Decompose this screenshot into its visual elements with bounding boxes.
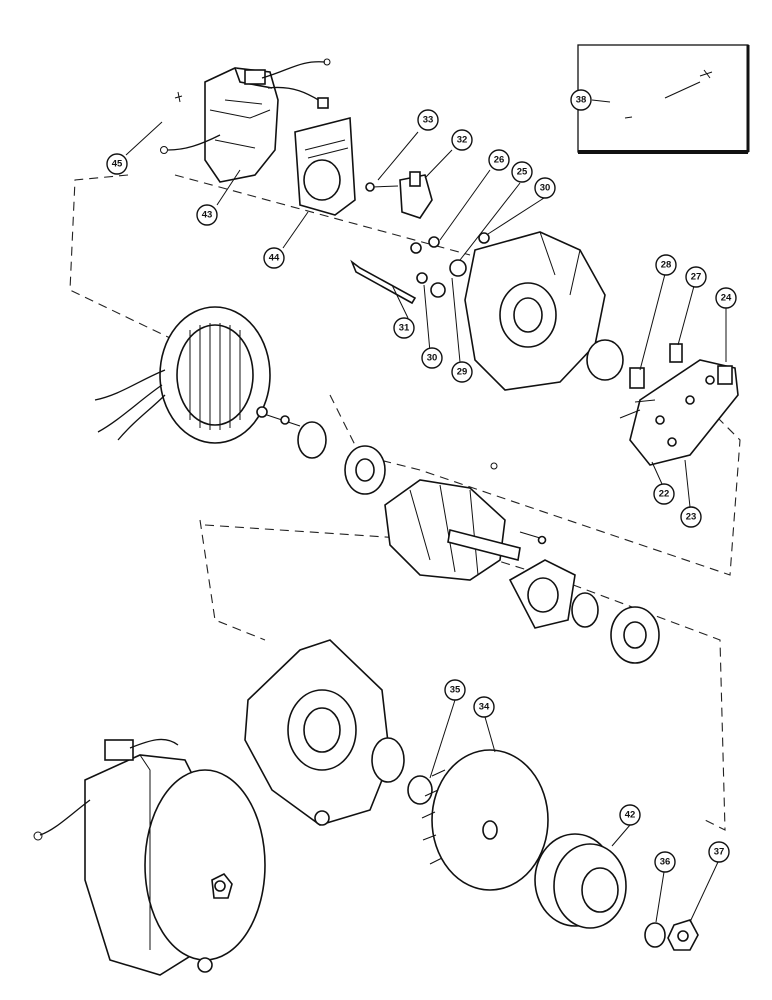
- brush-holder: [365, 171, 433, 219]
- svg-text:30: 30: [427, 353, 438, 364]
- assembled-alternator: [33, 738, 266, 976]
- svg-text:22: 22: [659, 489, 670, 500]
- callout-29: 29: [451, 361, 473, 383]
- callout-24: 24: [715, 287, 737, 309]
- svg-text:43: 43: [202, 210, 213, 221]
- svg-text:30: 30: [540, 183, 551, 194]
- callout-26: 26: [488, 149, 510, 171]
- svg-text:35: 35: [450, 685, 461, 696]
- rectifier-bridge: [619, 343, 739, 466]
- svg-text:45: 45: [112, 159, 123, 170]
- svg-text:36: 36: [660, 857, 671, 868]
- seal-and-spacer: [371, 737, 433, 805]
- callout-23: 23: [680, 506, 702, 528]
- drive-end-bearing: [508, 559, 660, 664]
- rotor: [384, 462, 547, 581]
- svg-text:34: 34: [479, 702, 490, 713]
- callout-33: 33: [417, 109, 439, 131]
- callout-35: 35: [444, 679, 466, 701]
- terminal-hardware: [350, 232, 490, 305]
- callout-32: 32: [451, 129, 473, 151]
- svg-text:26: 26: [494, 155, 505, 166]
- slip-ring-end-frame: [464, 231, 624, 391]
- pulley-nut: [644, 919, 699, 951]
- callout-25: 25: [511, 161, 533, 183]
- svg-text:25: 25: [517, 167, 528, 178]
- callout-27: 27: [685, 266, 707, 288]
- callout-36: 36: [654, 851, 676, 873]
- svg-text:38: 38: [576, 95, 587, 106]
- rotor-bearings: [256, 406, 386, 495]
- fan: [421, 749, 549, 891]
- gasket: [294, 116, 356, 216]
- svg-text:23: 23: [686, 512, 697, 523]
- regulator-assembly: [160, 58, 331, 183]
- callout-30-upper: 30: [534, 177, 556, 199]
- svg-text:27: 27: [691, 272, 702, 283]
- leader-lines: [125, 99, 727, 923]
- callout-31: 31: [393, 317, 415, 339]
- callout-30-lower: 30: [421, 347, 443, 369]
- callout-43: 43: [196, 204, 218, 226]
- drive-end-frame: [244, 639, 391, 826]
- svg-text:42: 42: [625, 810, 636, 821]
- callout-22: 22: [653, 483, 675, 505]
- callout-34: 34: [473, 696, 495, 718]
- callout-45: 45: [106, 153, 128, 175]
- svg-text:33: 33: [423, 115, 434, 126]
- stator: [94, 306, 271, 444]
- inset-box: [577, 44, 750, 154]
- svg-text:44: 44: [269, 253, 280, 264]
- svg-text:29: 29: [457, 367, 468, 378]
- svg-text:28: 28: [661, 260, 672, 271]
- callout-37: 37: [708, 841, 730, 863]
- callout-44: 44: [263, 247, 285, 269]
- svg-text:37: 37: [714, 847, 725, 858]
- callout-28: 28: [655, 254, 677, 276]
- svg-text:24: 24: [721, 293, 732, 304]
- svg-text:31: 31: [399, 323, 410, 334]
- svg-text:32: 32: [457, 135, 468, 146]
- callout-42: 42: [619, 804, 641, 826]
- callout-38: 38: [570, 89, 592, 111]
- pulley: [534, 833, 627, 929]
